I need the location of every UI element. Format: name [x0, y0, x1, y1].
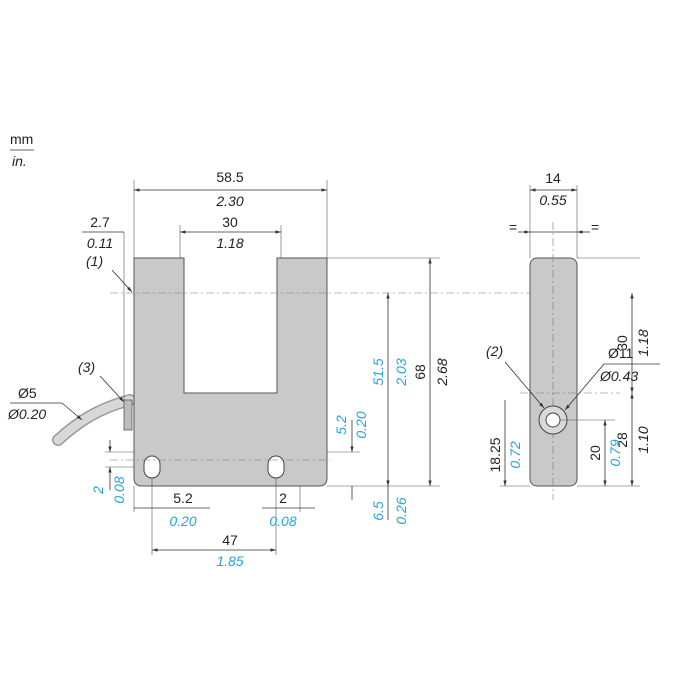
- dim-side-width-mm: 14: [545, 170, 561, 186]
- dim-hole-offset-left-in: 0.08: [111, 476, 127, 503]
- dim-top-axis-mm: 30: [614, 335, 630, 351]
- side-view: 14 0.55 = = 30 1.18 28 1.10 20 0.79 18.2…: [486, 170, 660, 500]
- dim-cable-diameter-in: Ø0.20: [7, 406, 46, 422]
- dim-overall-width-mm: 58.5: [216, 169, 243, 185]
- callout-3: (3): [78, 359, 95, 375]
- lens-inner: [545, 412, 561, 428]
- dim-overall-width-in: 2.30: [215, 193, 243, 209]
- dim-hole-height-mm: 5.2: [333, 415, 349, 435]
- dim-top-axis-in: 1.18: [635, 329, 651, 356]
- dim-axis-bottom-mm: 28: [614, 432, 630, 448]
- callout-1: (1): [86, 253, 103, 269]
- equal-mark-right: =: [591, 219, 599, 235]
- dim-overall-height-in: 2.68: [434, 358, 450, 386]
- dim-side-width-in: 0.55: [539, 192, 566, 208]
- dim-axis-bottom-in: 1.10: [635, 426, 651, 453]
- dim-left-offset-mm: 2.7: [90, 214, 110, 230]
- dim-lens-diameter-in: Ø0.43: [599, 368, 638, 384]
- dim-hole-x-in: 0.20: [169, 513, 196, 529]
- dim-hole-x-right-mm: 2: [279, 490, 287, 506]
- dim-overall-height-mm: 68: [412, 364, 428, 380]
- mounting-hole-right: [267, 455, 285, 479]
- mounting-hole-left: [143, 455, 161, 479]
- dim-left-offset-in: 0.11: [87, 235, 113, 251]
- dim-hole-x-right-in: 0.08: [269, 513, 296, 529]
- dim-lens-diameter-mm: Ø11: [608, 345, 634, 361]
- unit-in: in.: [12, 153, 27, 169]
- dim-hole-offset-left-mm: 2: [90, 486, 106, 495]
- dim-bottom-margin-mm: 6.5: [370, 501, 386, 521]
- dim-bottom-margin-in: 0.26: [393, 497, 409, 524]
- dim-lens-bottom-in: 0.79: [607, 439, 623, 466]
- cable-gland: [123, 399, 133, 431]
- dim-slot-width-mm: 30: [222, 214, 238, 230]
- side-body: [529, 257, 578, 487]
- dim-hole-spacing-in: 1.85: [216, 553, 243, 569]
- dim-hole-x-mm: 5.2: [173, 490, 193, 506]
- equal-mark-left: =: [509, 219, 517, 235]
- dim-lens-height-mm: 18.25: [487, 437, 503, 472]
- callout-2: (2): [486, 343, 503, 359]
- dim-lens-height-in: 0.72: [507, 441, 523, 468]
- dim-slot-width-in: 1.18: [216, 235, 243, 251]
- sensor-body: [133, 257, 328, 487]
- dim-slot-depth-in: 2.03: [393, 358, 409, 386]
- front-view: 58.5 2.30 30 1.18 2.7 0.11 (1) (3) Ø5 Ø0…: [7, 169, 530, 569]
- dim-slot-depth-mm: 51.5: [370, 358, 386, 385]
- unit-mm: mm: [10, 131, 33, 147]
- dim-hole-spacing-mm: 47: [222, 532, 238, 548]
- dim-lens-bottom-mm: 20: [587, 445, 603, 461]
- dim-hole-height-in: 0.20: [353, 411, 369, 438]
- dim-cable-diameter-mm: Ø5: [18, 385, 37, 401]
